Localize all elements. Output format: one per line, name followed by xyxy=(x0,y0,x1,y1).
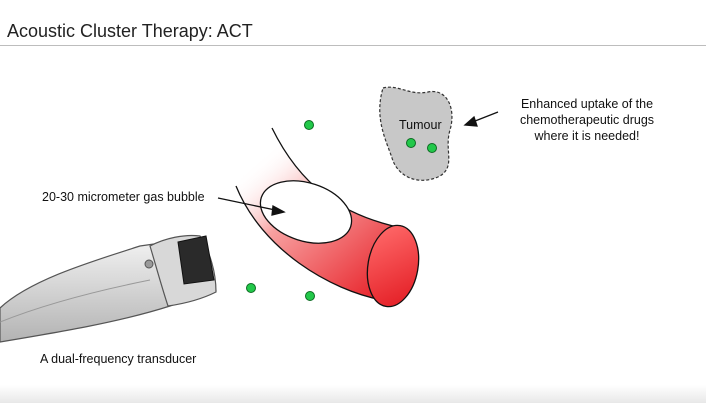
particle xyxy=(304,120,314,130)
pointer-arrows xyxy=(217,111,499,216)
transducer xyxy=(0,234,217,343)
particle xyxy=(305,291,315,301)
uptake-label-line: where it is needed! xyxy=(534,129,640,143)
transducer-face xyxy=(177,235,215,285)
bubble-arrowhead xyxy=(271,204,286,216)
drug-particles xyxy=(246,120,437,301)
uptake-label-line: Enhanced uptake of the xyxy=(520,97,654,111)
gas-bubble xyxy=(259,180,353,244)
particle xyxy=(427,143,437,153)
bubble-arrow xyxy=(217,197,281,212)
particle xyxy=(246,283,256,293)
blood-vessel xyxy=(235,127,420,308)
tumour-arrowhead xyxy=(463,115,478,127)
transducer-seam xyxy=(0,279,151,323)
tumour-label: Tumour xyxy=(399,118,442,132)
tumour-shape xyxy=(379,86,453,181)
transducer-label: A dual-frequency transducer xyxy=(40,352,197,366)
transducer-button xyxy=(144,259,154,269)
particle xyxy=(406,138,416,148)
vessel-lower-edge xyxy=(235,185,383,301)
vessel-opening xyxy=(366,224,420,308)
slide-title: Acoustic Cluster Therapy: ACT xyxy=(7,21,253,41)
uptake-label: Enhanced uptake of the chemotherapeutic … xyxy=(498,96,676,144)
footer-shadow xyxy=(0,385,706,403)
bubble-label: 20-30 micrometer gas bubble xyxy=(42,190,205,204)
uptake-label-line: chemotherapeutic drugs xyxy=(519,113,655,127)
title-divider xyxy=(0,45,706,46)
